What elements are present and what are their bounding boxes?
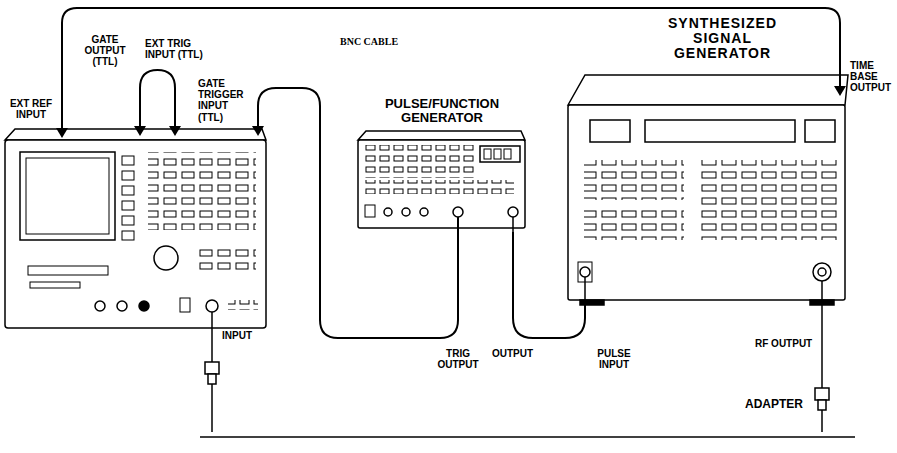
pulse-function-generator: [504, 149, 511, 159]
port-label: INPUT: [222, 330, 252, 341]
synthesized-signal-generator: [700, 160, 840, 240]
pulse-function-generator: [512, 217, 514, 232]
cable-label: BNC CABLE: [340, 36, 398, 47]
synthesized-signal-generator: [568, 75, 848, 305]
pulse-function-generator: [484, 149, 491, 159]
pulse-function-generator: [508, 207, 518, 217]
pulse-function-generator: [453, 207, 463, 217]
spectrum-analyzer: [122, 171, 134, 180]
port-label: OUTPUT: [492, 348, 533, 359]
bnc-cable: [62, 8, 840, 130]
synthesized-signal-generator: [584, 210, 684, 240]
pulse-function-generator: [402, 208, 410, 216]
spectrum-analyzer: [117, 301, 127, 311]
rf-cable: [815, 388, 829, 400]
spectrum-analyzer: [206, 300, 218, 312]
rule-line: [200, 436, 855, 438]
port-label: RF OUTPUT: [755, 338, 812, 349]
instrument-name: PULSE/FUNCTION GENERATOR: [352, 97, 532, 125]
port-label: TRIG OUTPUT: [436, 348, 480, 370]
pulse-function-generator: [384, 208, 392, 216]
arrowhead: [56, 86, 846, 138]
input-cable: [208, 374, 216, 384]
synthesized-signal-generator: [645, 120, 795, 142]
pulse-function-generator: [358, 140, 525, 228]
pulse-function-generator: [365, 205, 375, 217]
input-cable: [211, 384, 213, 432]
rf-cable: [821, 410, 823, 432]
part-label: ADAPTER: [745, 398, 803, 411]
input-cable: [211, 312, 213, 362]
arrowhead: [169, 126, 181, 136]
bnc-cable: [513, 232, 585, 338]
synthesized-signal-generator: [568, 105, 845, 300]
pulse-function-generator: [494, 149, 501, 159]
spectrum-analyzer: [30, 282, 80, 288]
spectrum-analyzer: [5, 129, 266, 140]
synthesized-signal-generator: [584, 160, 684, 200]
spectrum-analyzer: [154, 246, 178, 270]
pulse-function-generator: [358, 131, 525, 232]
bnc-cable: [258, 88, 458, 338]
pulse-function-generator: [480, 146, 520, 162]
pulse-function-generator: [364, 145, 476, 178]
spectrum-analyzer: [26, 158, 109, 234]
spectrum-analyzer: [122, 216, 134, 225]
spectrum-analyzer: [122, 156, 134, 165]
spectrum-analyzer: [122, 231, 134, 240]
spectrum-analyzer: [122, 201, 134, 210]
arrowhead: [134, 126, 146, 136]
spectrum-analyzer: [196, 245, 256, 271]
bnc-cable: [513, 232, 585, 338]
synthesized-signal-generator: [805, 120, 835, 142]
pulse-function-generator: [364, 180, 514, 194]
arrowhead: [252, 126, 264, 136]
input-cable: [205, 362, 219, 374]
spectrum-analyzer: [228, 300, 258, 310]
instrument-node: SYNTHESIZED SIGNAL GENERATOR: [565, 12, 847, 303]
synthesized-signal-generator: [580, 267, 590, 277]
synthesized-signal-generator: [568, 75, 848, 105]
pulse-function-generator: [358, 131, 525, 140]
spectrum-analyzer: [122, 186, 134, 195]
spectrum-analyzer: [28, 266, 108, 275]
spectrum-analyzer: [148, 152, 256, 230]
synthesized-signal-generator: [590, 120, 630, 142]
synthesized-signal-generator: [580, 300, 604, 305]
arrowhead: [56, 128, 68, 138]
port-label: TIME BASE OUTPUT: [850, 60, 894, 94]
instrument-node: PULSE/FUNCTION GENERATOR: [352, 97, 532, 232]
spectrum-analyzer: [5, 140, 266, 328]
spectrum-analyzer: [139, 301, 149, 311]
spectrum-analyzer: [20, 152, 115, 240]
input-cable: [205, 312, 219, 432]
port-label: EXT REF INPUT: [6, 98, 56, 120]
rf-cable: [815, 281, 829, 432]
spectrum-analyzer: [180, 298, 190, 312]
port-label: GATE TRIGGER INPUT (TTL): [198, 78, 250, 123]
bnc-cable: [62, 8, 840, 338]
port-label: GATE OUTPUT (TTL): [82, 34, 128, 68]
rf-cable: [818, 400, 826, 410]
synthesized-signal-generator: [584, 277, 586, 303]
instrument-name: SYNTHESIZED SIGNAL GENERATOR: [655, 16, 790, 61]
port-label: PULSE INPUT: [592, 348, 636, 370]
pulse-function-generator: [420, 208, 428, 216]
rf-cable: [821, 281, 823, 388]
synthesized-signal-generator: [818, 268, 826, 276]
synthesized-signal-generator: [813, 263, 831, 281]
bnc-cable: [140, 70, 175, 128]
spectrum-analyzer: [95, 301, 105, 311]
spectrum-analyzer: [5, 129, 266, 328]
arrowhead: [834, 86, 846, 96]
port-label: EXT TRIG INPUT (TTL): [145, 38, 211, 60]
